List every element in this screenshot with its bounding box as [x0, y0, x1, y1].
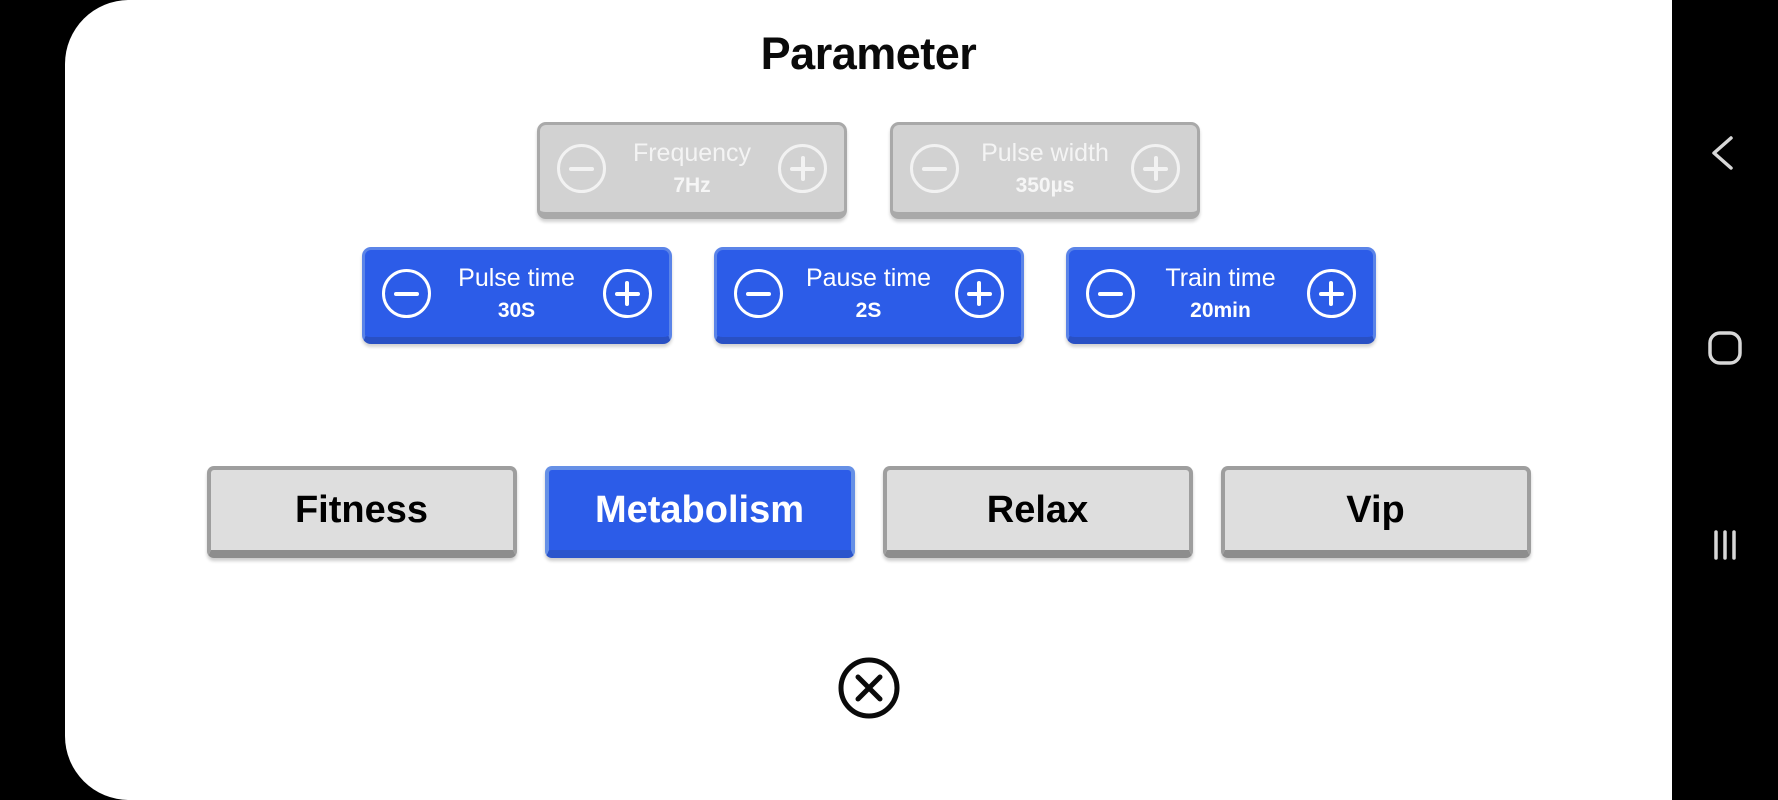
pulse-time-increment-button[interactable]: [602, 269, 652, 318]
pulse-width-readout: Pulse width 350µs: [959, 140, 1131, 197]
chevron-left-icon: [1712, 136, 1733, 170]
mode-button-vip[interactable]: Vip: [1220, 466, 1531, 558]
pause-time-readout: Pause time 2S: [783, 265, 955, 322]
train-time-increment-button[interactable]: [1306, 269, 1356, 318]
stepper-pulse-width[interactable]: Pulse width 350µs: [890, 122, 1200, 219]
pulse-width-decrement-button[interactable]: [910, 144, 959, 193]
stepper-pulse-time[interactable]: Pulse time 30S: [361, 247, 672, 344]
train-time-label: Train time: [1165, 263, 1276, 292]
stepper-row-top: Frequency 7Hz Pulse width 350µs: [65, 122, 1672, 219]
android-navigation-bar: [1672, 0, 1778, 800]
parameter-dialog-card: Parameter Frequency 7Hz Pulse width 350µ…: [65, 0, 1672, 800]
train-time-decrement-button[interactable]: [1085, 269, 1135, 318]
frequency-value: 7Hz: [673, 174, 711, 198]
stepper-frequency[interactable]: Frequency 7Hz: [537, 122, 847, 219]
close-circle-icon: [838, 657, 899, 719]
frequency-increment-button[interactable]: [778, 144, 827, 193]
stepper-train-time[interactable]: Train time 20min: [1065, 247, 1376, 344]
mode-button-metabolism[interactable]: Metabolism: [544, 466, 855, 558]
pause-time-label: Pause time: [805, 263, 932, 292]
three-bars-icon: [1714, 530, 1736, 560]
pulse-time-decrement-button[interactable]: [381, 269, 431, 318]
mode-button-relax[interactable]: Relax: [882, 466, 1193, 558]
nav-home-button[interactable]: [1705, 328, 1745, 373]
close-button[interactable]: [836, 655, 902, 721]
pulse-time-label: Pulse time: [458, 263, 575, 292]
stepper-pause-time[interactable]: Pause time 2S: [713, 247, 1024, 344]
nav-back-button[interactable]: [1702, 130, 1748, 181]
mode-button-fitness[interactable]: Fitness: [206, 466, 517, 558]
pulse-width-value: 350µs: [1015, 174, 1075, 198]
pulse-time-readout: Pulse time 30S: [431, 265, 603, 322]
pulse-width-increment-button[interactable]: [1131, 144, 1180, 193]
pause-time-decrement-button[interactable]: [733, 269, 783, 318]
mode-button-row: Fitness Metabolism Relax Vip: [65, 466, 1672, 558]
frequency-label: Frequency: [632, 138, 752, 167]
rounded-square-icon: [1708, 331, 1742, 365]
stepper-row-bottom: Pulse time 30S Pause time 2S Train time …: [65, 247, 1672, 344]
page-title: Parameter: [760, 28, 977, 79]
nav-recents-button[interactable]: [1705, 525, 1745, 570]
train-time-value: 20min: [1190, 299, 1251, 323]
pause-time-increment-button[interactable]: [954, 269, 1004, 318]
pause-time-value: 2S: [855, 299, 882, 323]
pulse-time-value: 30S: [497, 299, 536, 323]
frequency-readout: Frequency 7Hz: [606, 140, 778, 197]
train-time-readout: Train time 20min: [1135, 265, 1307, 322]
frequency-decrement-button[interactable]: [557, 144, 606, 193]
pulse-width-label: Pulse width: [981, 138, 1109, 167]
